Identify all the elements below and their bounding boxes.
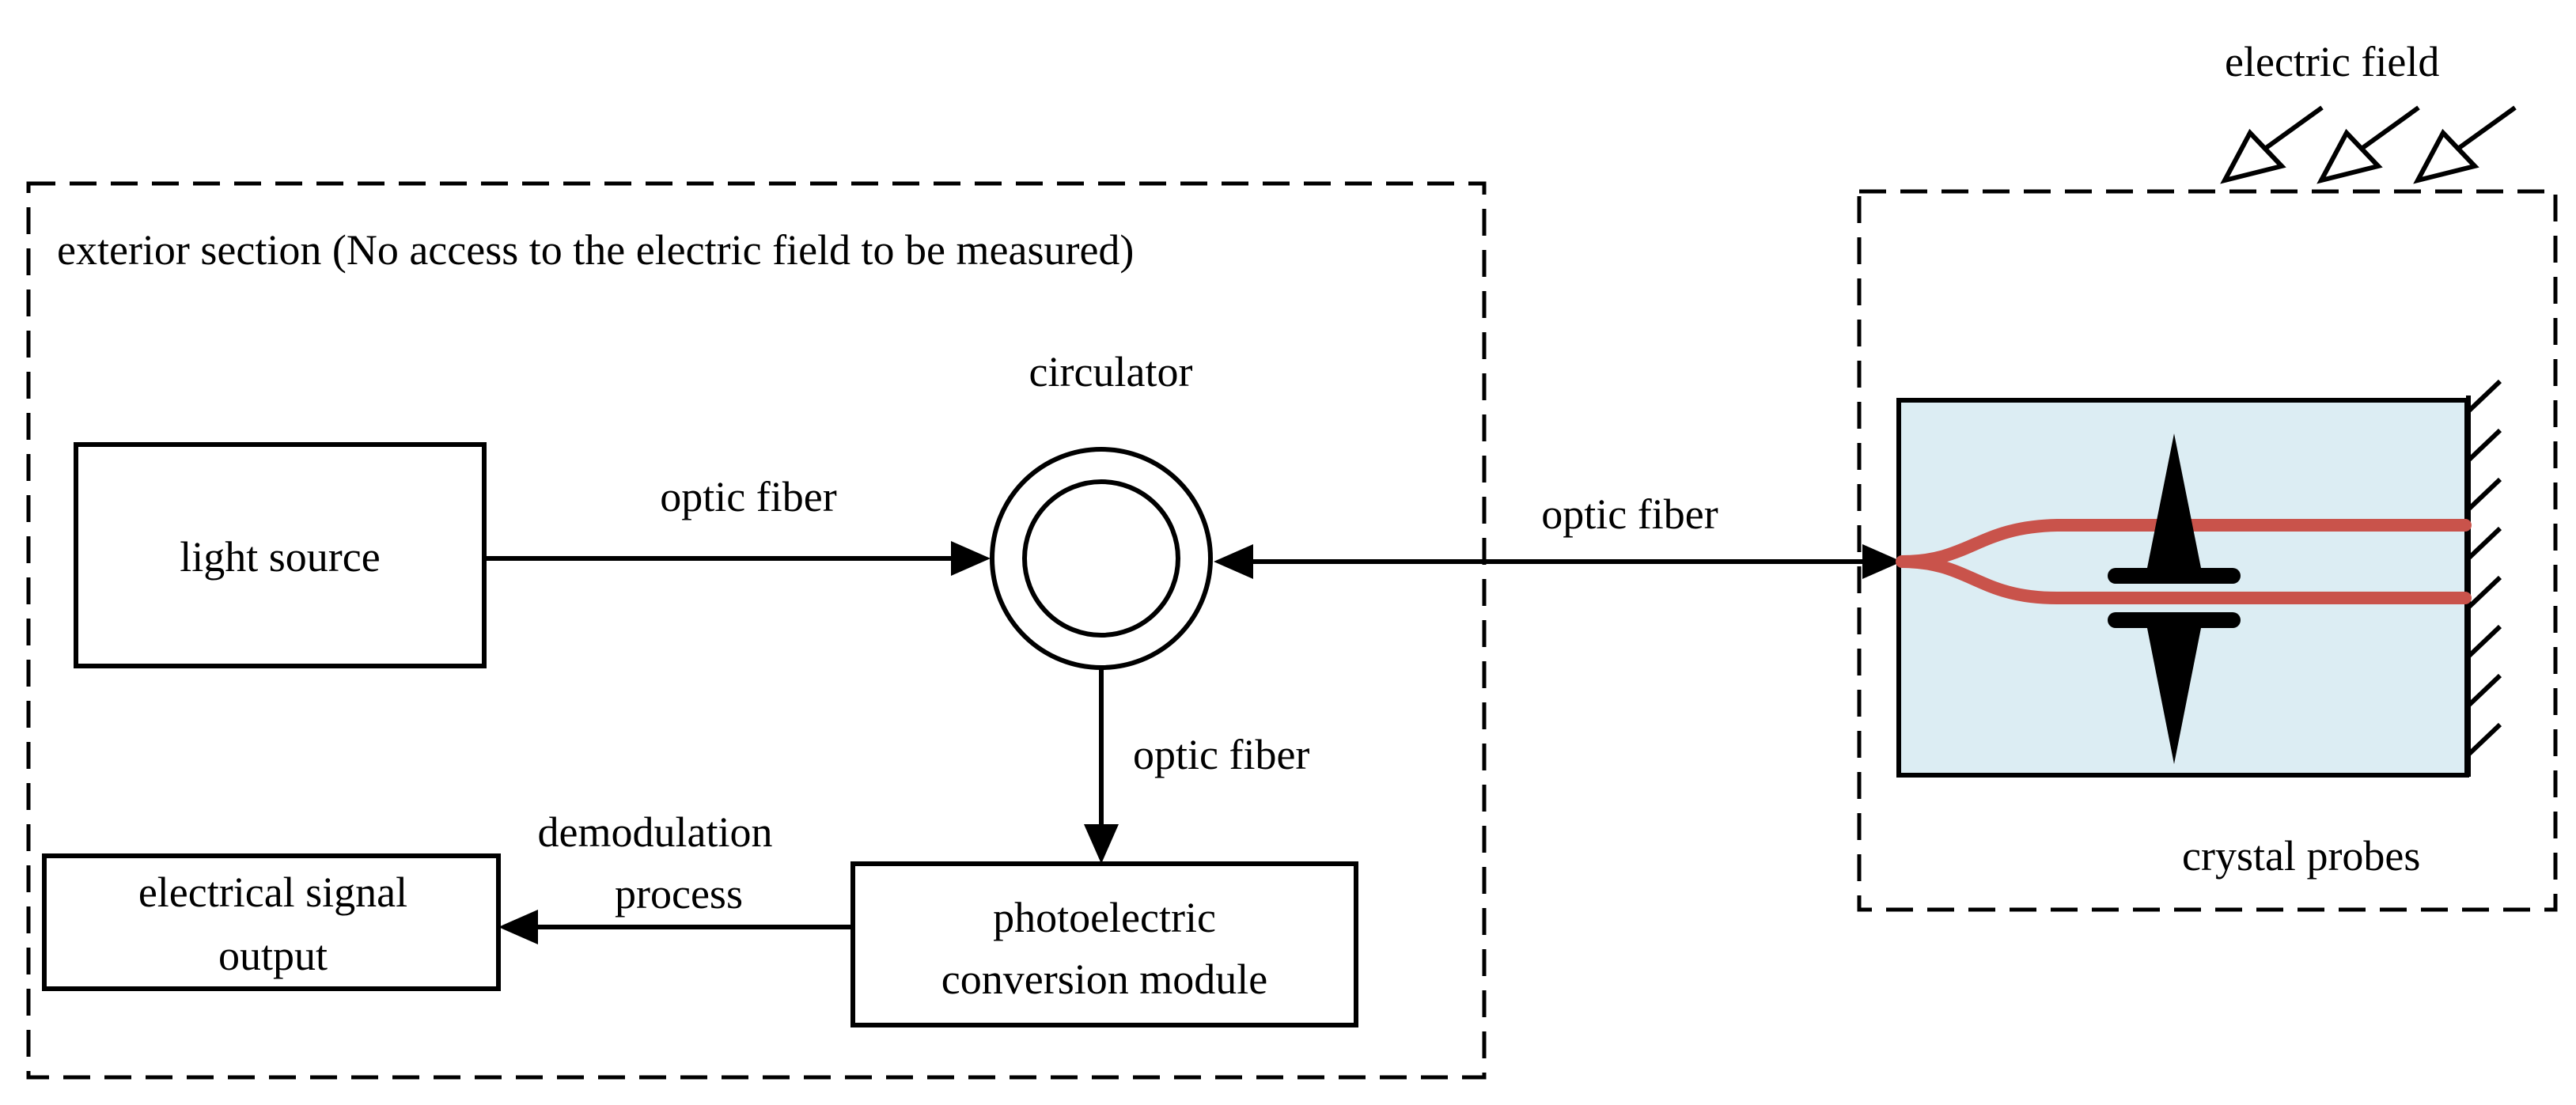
exterior-section-label: exterior section (No access to the elect… <box>57 226 1134 274</box>
antenna-lower <box>2146 620 2203 764</box>
fiber-label-converter: optic fiber <box>1133 731 1309 778</box>
electric-field-arrows <box>2220 105 2517 184</box>
photoelectric-module-block: photoelectric conversion module <box>850 861 1358 1027</box>
photoelectric-label-line2: conversion module <box>941 956 1267 1003</box>
antenna <box>2146 433 2203 576</box>
fiber-label-source: optic fiber <box>660 473 836 520</box>
fiber-circulator-to-probe <box>1214 544 1902 579</box>
light-source-label: light source <box>180 533 380 581</box>
hatched-wall <box>2466 379 2502 777</box>
light-source-block: light source <box>74 442 487 668</box>
fiber-label-probe: optic fiber <box>1541 490 1718 538</box>
crystal-probe <box>1896 379 2502 778</box>
field-arrow-2 <box>2317 105 2420 184</box>
circulator <box>990 447 1213 670</box>
output-label-line2: output <box>218 932 328 979</box>
exterior-section-border <box>26 181 1487 1080</box>
output-label-line1: electrical signal <box>138 868 407 916</box>
fiber-source-to-circulator <box>484 541 991 576</box>
field-arrow-1 <box>2220 105 2324 184</box>
circulator-label: circulator <box>1029 348 1193 395</box>
photoelectric-label-line1: photoelectric <box>993 894 1216 941</box>
fiber-circulator-to-converter <box>1084 668 1119 864</box>
waveguide <box>1896 519 2472 604</box>
demodulation-label-line2: process <box>615 870 743 918</box>
probe-section-label: crystal probes <box>2182 832 2420 880</box>
demodulation-arrow <box>498 910 853 944</box>
electric-field-label: electric field <box>2225 38 2439 85</box>
field-arrow-3 <box>2413 105 2517 184</box>
output-block: electrical signal output <box>42 853 501 991</box>
demodulation-label-line1: demodulation <box>538 808 773 856</box>
probe-section-border <box>1857 189 2558 912</box>
